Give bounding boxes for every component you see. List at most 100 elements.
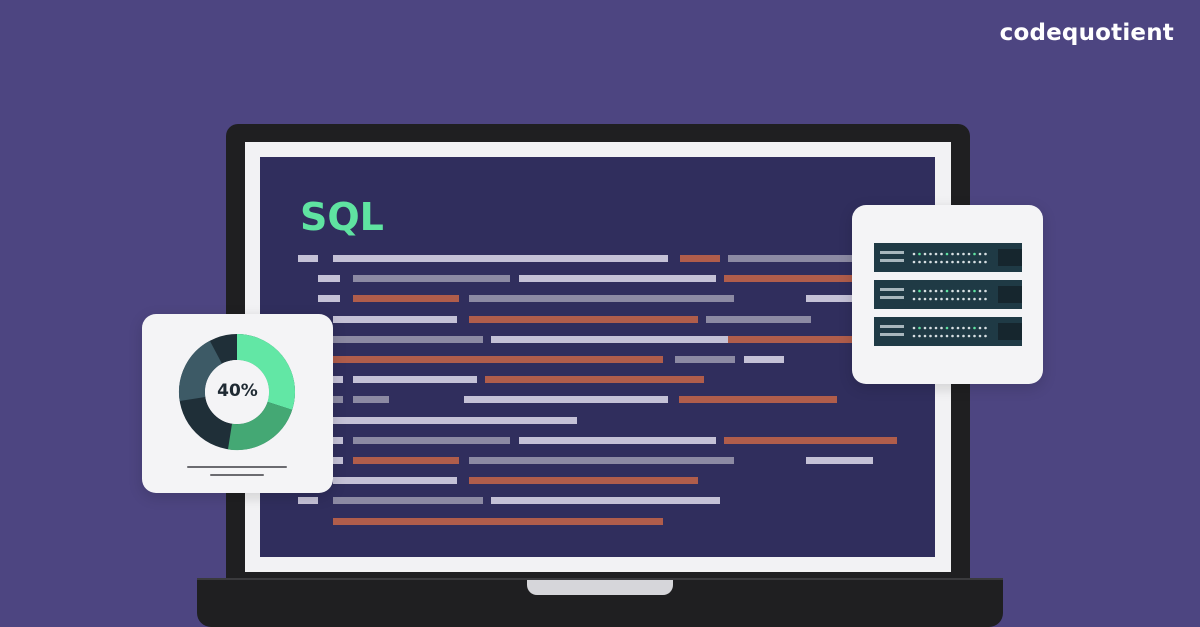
server-led: [984, 326, 987, 330]
server-led: [984, 260, 987, 264]
server-vent: [880, 259, 904, 262]
code-line-segment: [333, 255, 668, 262]
donut-percent-label: 40%: [217, 381, 258, 401]
server-led: [929, 252, 932, 256]
code-line-segment: [469, 477, 698, 485]
code-line-segment: [469, 457, 734, 464]
server-vent: [880, 296, 904, 299]
server-led: [940, 334, 943, 338]
server-vent: [880, 325, 904, 328]
code-line-segment: [333, 315, 457, 323]
server-rack-icon: [874, 243, 1022, 346]
server-led: [967, 260, 971, 264]
server-led: [973, 297, 976, 301]
code-line-segment: [333, 497, 483, 505]
server-unit-side: [998, 286, 1022, 303]
code-line-segment: [298, 255, 318, 262]
code-line-segment: [333, 416, 577, 424]
code-line-segment: [298, 497, 318, 505]
server-led: [978, 260, 982, 264]
server-led: [973, 252, 976, 256]
server-led: [934, 260, 938, 264]
server-led: [984, 289, 987, 293]
code-line-segment: [675, 356, 735, 363]
code-line-segment: [519, 436, 716, 444]
server-led: [967, 334, 971, 338]
server-led: [912, 334, 916, 338]
server-unit: [874, 280, 1022, 309]
server-led: [973, 334, 976, 338]
server-unit-side: [998, 249, 1022, 266]
server-led: [918, 260, 921, 264]
code-line-segment: [469, 315, 698, 323]
code-line-segment: [724, 436, 897, 444]
server-led: [929, 289, 932, 293]
server-led: [978, 252, 982, 256]
server-led: [918, 334, 921, 338]
server-led: [951, 326, 954, 330]
server-led: [951, 297, 954, 301]
code-line-segment: [353, 396, 389, 404]
server-led: [978, 297, 982, 301]
server-led: [945, 297, 949, 301]
server-led: [951, 334, 954, 338]
server-led: [962, 326, 965, 330]
server-led: [984, 252, 987, 256]
brand-logo: codequotient: [999, 20, 1174, 46]
server-led: [929, 334, 932, 338]
server-led: [918, 289, 921, 293]
code-line-segment: [333, 517, 663, 525]
server-led: [978, 289, 982, 293]
server-led: [918, 252, 921, 256]
server-led: [945, 260, 949, 264]
code-line-segment: [353, 275, 510, 283]
card-shadow-line-short: [210, 474, 264, 476]
code-line-segment: [744, 356, 784, 363]
code-line-segment: [333, 436, 343, 444]
server-led: [940, 252, 943, 256]
code-line-segment: [706, 315, 811, 323]
server-led: [934, 326, 938, 330]
chart-card: 40%: [142, 314, 333, 493]
server-led: [945, 326, 949, 330]
code-line-segment: [353, 457, 459, 464]
server-led: [912, 297, 916, 301]
server-led: [962, 252, 965, 256]
code-line-segment: [728, 255, 868, 262]
server-led: [962, 334, 965, 338]
server-led: [967, 297, 971, 301]
server-led: [984, 297, 987, 301]
server-led: [940, 297, 943, 301]
donut-segment-mid: [227, 401, 293, 451]
server-led: [956, 252, 960, 256]
laptop-hinge: [197, 578, 1003, 581]
server-led: [918, 297, 921, 301]
code-line-segment: [485, 376, 704, 384]
server-vent: [880, 288, 904, 291]
code-line-segment: [806, 295, 866, 303]
server-led: [929, 297, 932, 301]
server-led: [956, 260, 960, 264]
server-led: [962, 260, 965, 264]
server-led: [951, 252, 954, 256]
code-line-segment: [318, 295, 340, 303]
server-led: [967, 326, 971, 330]
server-led: [945, 334, 949, 338]
server-led: [956, 334, 960, 338]
server-led: [973, 289, 976, 293]
code-line-segment: [469, 295, 734, 303]
server-led: [934, 252, 938, 256]
code-line-segment: [724, 275, 874, 283]
server-led: [962, 297, 965, 301]
server-led: [973, 260, 976, 264]
server-card: [852, 205, 1043, 384]
server-led: [978, 326, 982, 330]
donut-hole: [205, 360, 269, 424]
server-led: [923, 326, 927, 330]
server-led: [956, 289, 960, 293]
server-led: [934, 297, 938, 301]
code-line-segment: [491, 497, 720, 505]
card-shadow-line: [187, 466, 287, 468]
server-led: [951, 289, 954, 293]
server-led: [962, 289, 965, 293]
